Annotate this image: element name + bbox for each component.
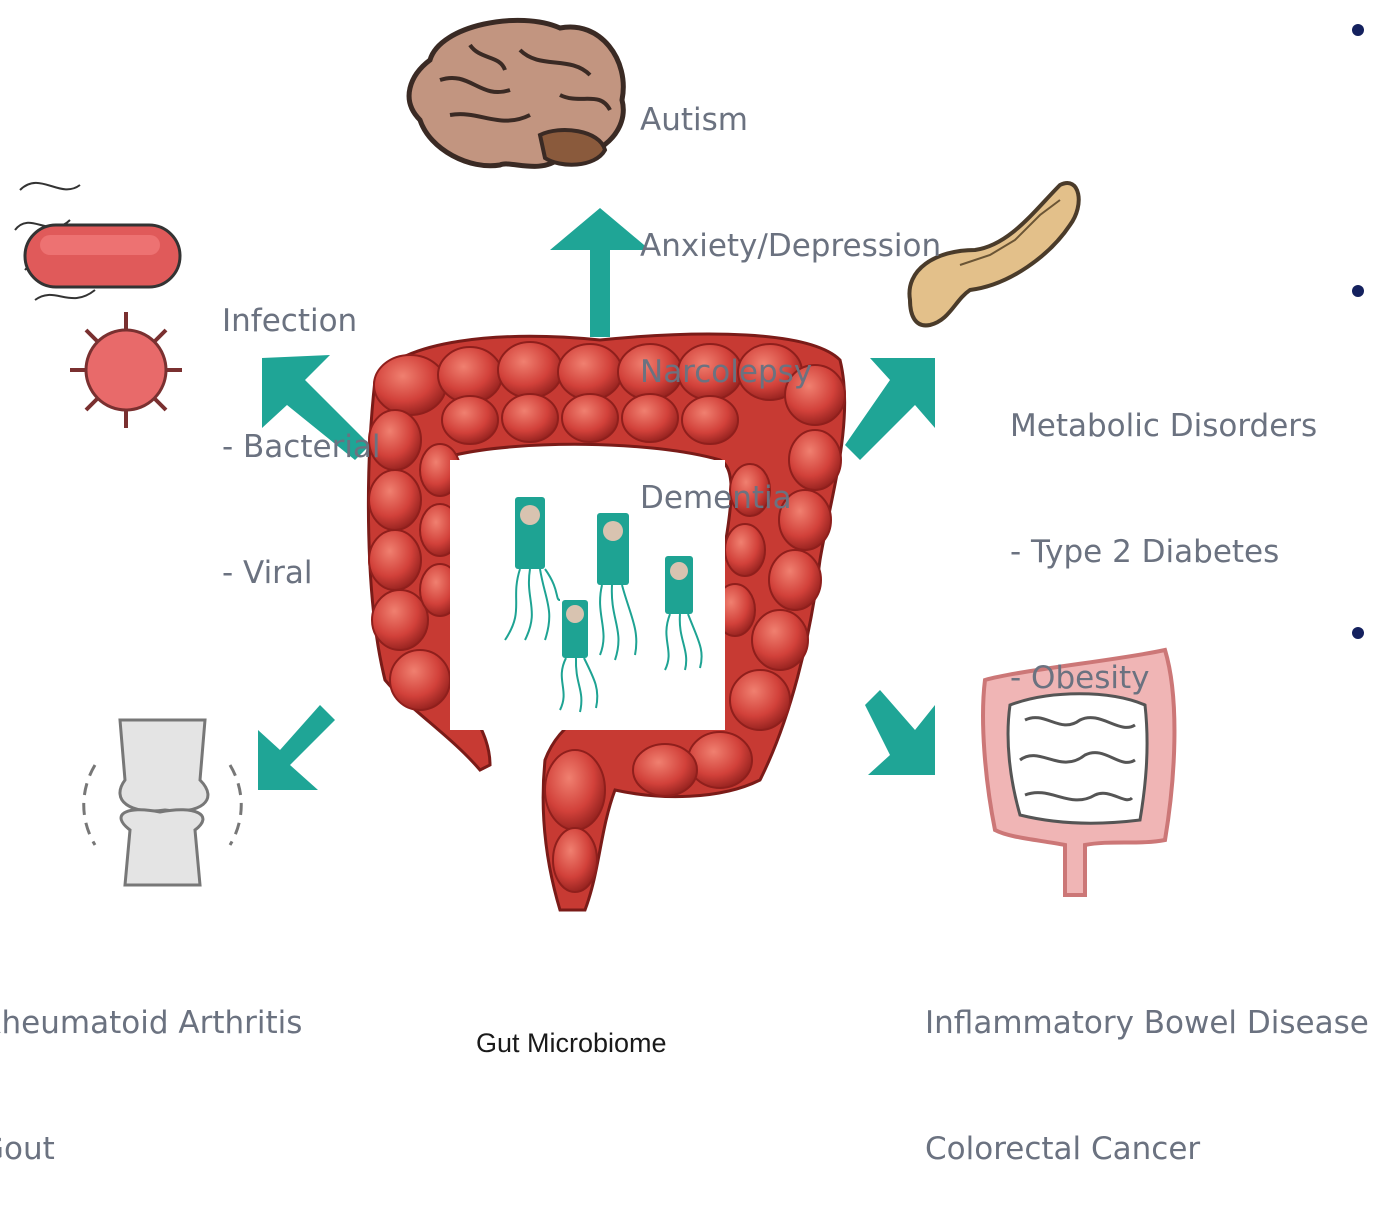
knee-joint-icon [84,720,242,885]
infection-condition-item: - Viral [222,552,381,594]
diagram-caption: Gut Microbiome [476,1028,667,1059]
brain-condition-item: Dementia [640,477,941,519]
bacteria-virus-icon [15,183,182,428]
infection-conditions-list: Infection - Bacterial - Viral [222,216,381,636]
arrow-lower-left [258,705,335,790]
bullet-marker [1352,627,1364,639]
arthritis-condition-item: Gout [0,1128,302,1170]
bullet-marker [1352,285,1364,297]
brain-icon [409,20,623,166]
brain-condition-item: Anxiety/Depression [640,225,941,267]
brain-condition-item: Autism [640,99,941,141]
ibd-conditions-list: Inflammatory Bowel Disease Colorectal Ca… [925,918,1369,1212]
metabolic-condition-item: Metabolic Disorders [1010,405,1317,447]
metabolic-condition-item: - Obesity [1010,657,1317,699]
ibd-condition-item: Colorectal Cancer [925,1128,1369,1170]
infection-condition-item: - Bacterial [222,426,381,468]
bullet-marker [1352,24,1364,36]
arthritis-conditions-list: Rheumatoid Arthritis Gout [0,918,302,1212]
ibd-condition-item: Inflammatory Bowel Disease [925,1002,1369,1044]
brain-conditions-list: Autism Anxiety/Depression Narcolepsy Dem… [640,15,941,561]
arthritis-condition-item: Rheumatoid Arthritis [0,1002,302,1044]
metabolic-condition-item: - Type 2 Diabetes [1010,531,1317,573]
arrow-up [550,208,650,337]
infection-condition-item: Infection [222,300,381,342]
brain-condition-item: Narcolepsy [640,351,941,393]
metabolic-conditions-list: Metabolic Disorders - Type 2 Diabetes - … [1010,321,1317,741]
arrow-lower-right [865,690,935,775]
